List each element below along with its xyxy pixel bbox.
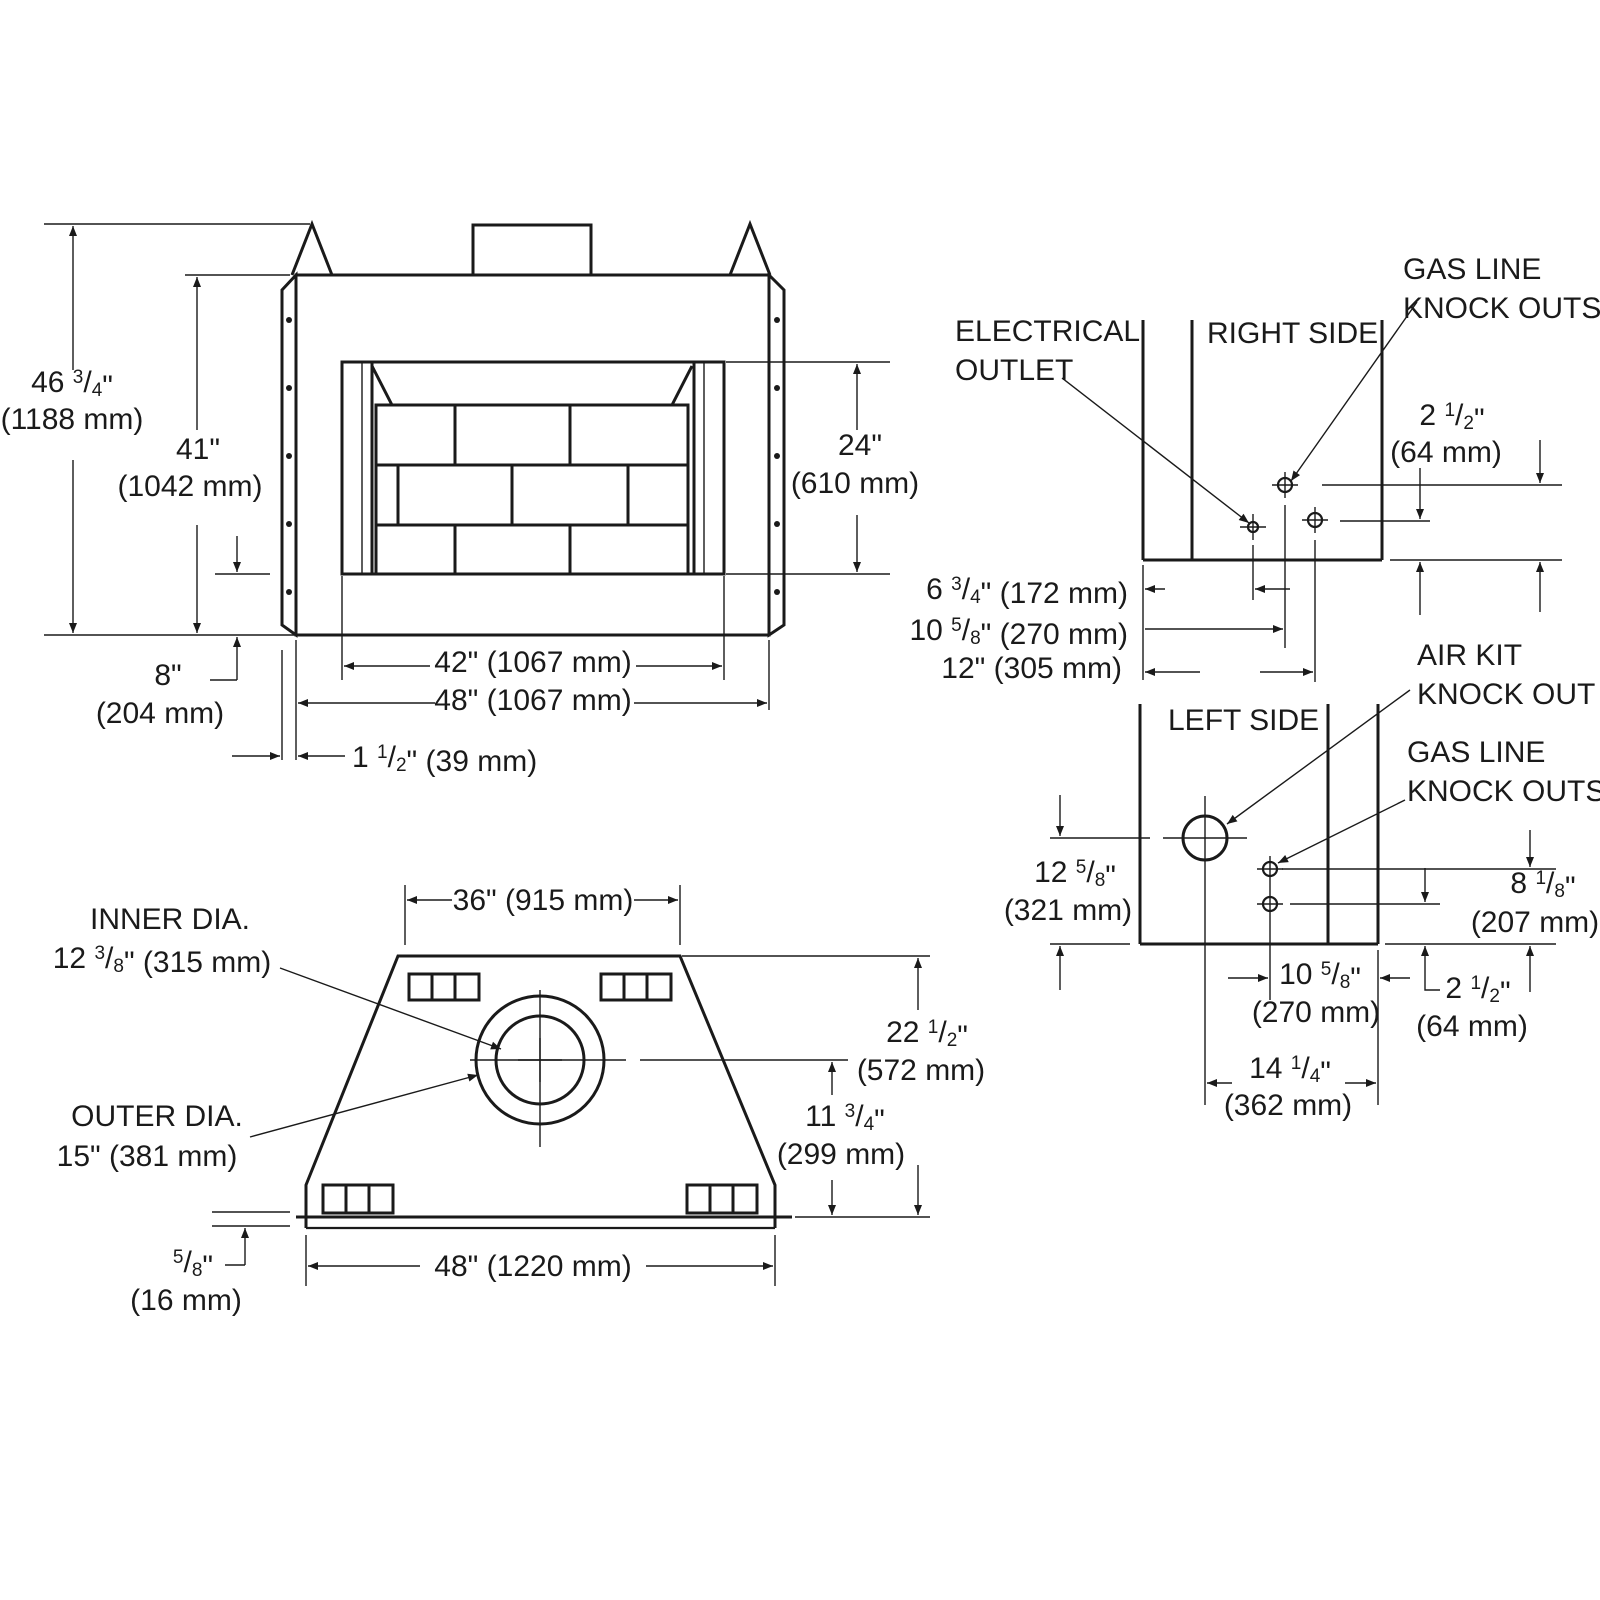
air-kit-height: 12 5/8" <box>1034 856 1116 893</box>
gas-offset: 10 5/8" <box>1279 958 1361 995</box>
right-dim-2: 10 5/8" (270 mm) <box>909 614 1128 651</box>
top-view-labels: 36" (915 mm) INNER DIA. 12 3/8" (315 mm)… <box>53 884 985 1317</box>
air-kit-offset: 14 1/4" <box>1249 1052 1331 1089</box>
gas-height-mm: (207 mm) <box>1471 906 1599 939</box>
front-view <box>44 219 890 760</box>
air-kit-label-2: KNOCK OUT <box>1417 678 1595 711</box>
left-side-view <box>1050 689 1556 1105</box>
electrical-outlet-label-1: ELECTRICAL <box>955 315 1140 348</box>
right-dim-3: 12" (305 mm) <box>941 652 1122 685</box>
opening-width-label: 42" (1067 mm) <box>434 646 631 679</box>
right-vertical-offset: 2 1/2" <box>1419 399 1484 436</box>
base-offset-mm: (204 mm) <box>96 697 224 730</box>
left-side-title: LEFT SIDE <box>1168 704 1319 737</box>
front-view-labels: 46 3/4" (1188 mm) 41" (1042 mm) 24" (610… <box>1 366 920 778</box>
front-width-label: 48" (1220 mm) <box>434 1250 631 1283</box>
right-dim-1: 6 3/4" (172 mm) <box>926 573 1128 610</box>
overall-width-label: 48" (1067 mm) <box>434 684 631 717</box>
left-gas-label-2: KNOCK OUTS <box>1407 775 1600 808</box>
right-gas-label-2: KNOCK OUTS <box>1403 292 1600 325</box>
back-width-label: 36" (915 mm) <box>453 884 634 917</box>
body-height-mm: (1042 mm) <box>117 470 262 503</box>
air-kit-label-1: AIR KIT <box>1417 639 1522 672</box>
depth-label: 22 1/2" <box>886 1016 968 1053</box>
right-side-view <box>1061 301 1562 682</box>
body-height-label: 41" <box>176 433 220 466</box>
overall-height-mm: (1188 mm) <box>1 403 144 436</box>
gas-offset-mm: (270 mm) <box>1252 996 1380 1029</box>
inner-dia-label: INNER DIA. <box>90 903 250 936</box>
flue-center-label: 11 3/4" <box>805 1100 885 1137</box>
gas-spacing: 2 1/2" <box>1445 972 1510 1009</box>
gas-spacing-mm: (64 mm) <box>1416 1010 1528 1043</box>
flange-width-label: 1 1/2" (39 mm) <box>352 741 537 778</box>
left-side-labels: LEFT SIDE AIR KIT KNOCK OUT GAS LINE KNO… <box>1004 639 1600 1122</box>
nailing-flange-mm: (16 mm) <box>130 1284 242 1317</box>
top-view <box>212 885 930 1286</box>
inner-dia-value: 12 3/8" (315 mm) <box>53 942 272 979</box>
right-gas-label-1: GAS LINE <box>1403 253 1541 286</box>
gas-height: 8 1/8" <box>1510 867 1575 904</box>
right-side-title: RIGHT SIDE <box>1207 317 1378 350</box>
air-kit-height-mm: (321 mm) <box>1004 894 1132 927</box>
electrical-outlet-label-2: OUTLET <box>955 354 1073 387</box>
outer-dia-value: 15" (381 mm) <box>57 1140 238 1173</box>
air-kit-offset-mm: (362 mm) <box>1224 1089 1352 1122</box>
outer-dia-label: OUTER DIA. <box>71 1100 243 1133</box>
opening-height-mm: (610 mm) <box>791 467 919 500</box>
right-vertical-offset-mm: (64 mm) <box>1390 436 1502 469</box>
depth-mm: (572 mm) <box>857 1054 985 1087</box>
overall-height-label: 46 3/4" <box>31 366 113 403</box>
base-offset-label: 8" <box>154 659 181 692</box>
flue-center-mm: (299 mm) <box>777 1138 905 1171</box>
left-gas-label-1: GAS LINE <box>1407 736 1545 769</box>
right-side-labels: RIGHT SIDE ELECTRICAL OUTLET GAS LINE KN… <box>909 253 1600 685</box>
nailing-flange-label: 5/8" <box>173 1246 213 1283</box>
opening-height-label: 24" <box>838 429 882 462</box>
